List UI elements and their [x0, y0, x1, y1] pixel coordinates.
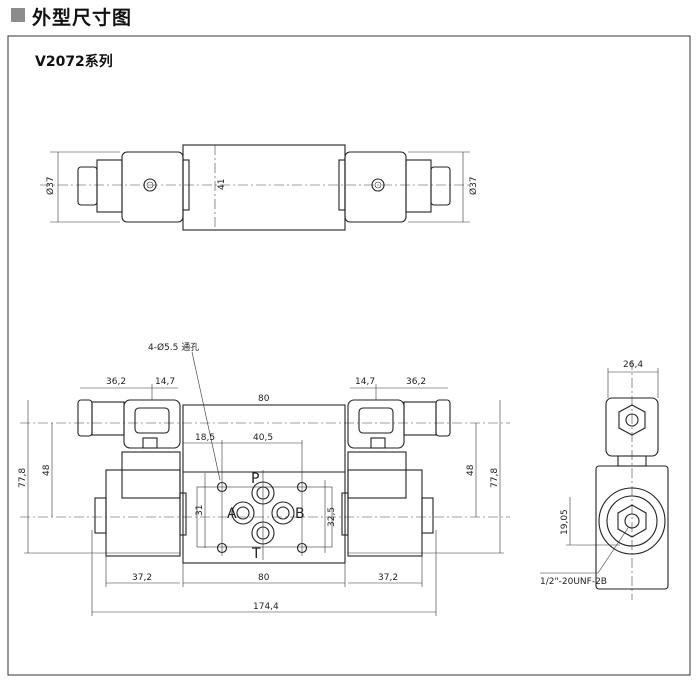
drawing-frame — [7, 35, 691, 676]
dim-body-width-bottom: 80 — [258, 573, 270, 583]
port-a-label: A — [227, 506, 237, 522]
hole-note: 4-Ø5.5 通孔 — [148, 342, 199, 353]
dim-side-offset: 19,05 — [560, 509, 570, 535]
dim-side-width: 26,4 — [623, 360, 643, 370]
dim-overall: 174,4 — [253, 602, 279, 612]
port-p-label: P — [251, 471, 259, 487]
dim-port-vertical: 32,5 — [327, 507, 337, 527]
body-height-label: 41 — [217, 179, 227, 190]
port-b-label: B — [295, 506, 305, 522]
dim-hole-vertical: 31 — [195, 505, 205, 516]
dim-left-height: 77,8 — [18, 468, 28, 488]
thread-label: 1/2"-20UNF-2B — [540, 577, 607, 587]
dim-right-tube: 37,2 — [378, 573, 398, 583]
top-view: Ø37 41 Ø37 — [40, 144, 479, 231]
dim-left-14-7: 14,7 — [155, 377, 175, 387]
dim-right-height: 77,8 — [490, 468, 500, 488]
series-title: V2072系列 — [35, 53, 113, 70]
dim-hole-spacing: 40,5 — [253, 433, 273, 443]
port-pattern — [216, 440, 308, 560]
dim-right-14-7: 14,7 — [355, 377, 375, 387]
port-t-label: T — [251, 546, 261, 562]
dim-right-36-2: 36,2 — [406, 377, 426, 387]
dim-hole-offset: 18,5 — [195, 433, 215, 443]
page-title: 外型尺寸图 — [32, 7, 133, 29]
header-square-icon — [11, 8, 25, 22]
front-view: P A B T 4-Ø5.5 通孔 36,2 14,7 14,7 36,2 — [18, 342, 510, 616]
right-diameter-label: Ø37 — [468, 176, 479, 195]
dim-right-center: 48 — [466, 464, 476, 476]
side-view: 26,4 19,05 1/2"-20UNF-2B — [540, 360, 669, 600]
dim-body-width-top: 80 — [258, 394, 270, 404]
dim-left-center: 48 — [42, 464, 52, 476]
dim-left-36-2: 36,2 — [106, 377, 126, 387]
left-diameter-label: Ø37 — [45, 176, 56, 195]
dim-left-tube: 37,2 — [132, 573, 152, 583]
dimension-lines — [24, 384, 504, 616]
